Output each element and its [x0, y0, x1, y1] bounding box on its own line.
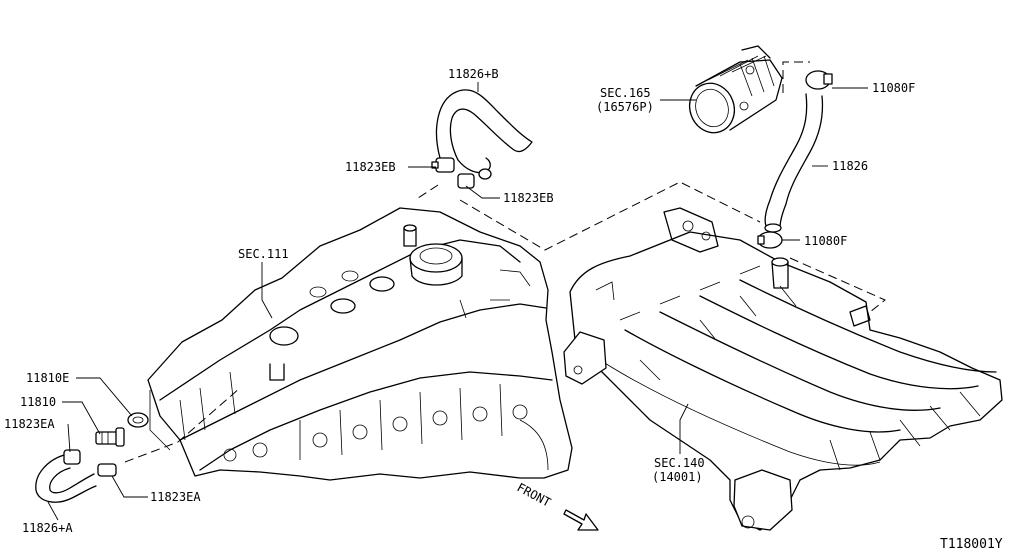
cylinder-head-sec111: [147, 207, 573, 481]
label-sec165-part: (16576P): [596, 100, 654, 114]
label-diagram-id: T118001Y: [940, 537, 1003, 552]
clamp-11823eb-left: [431, 157, 455, 173]
clamp-11823ea-left: [63, 449, 81, 465]
label-sec111: SEC.111: [238, 247, 289, 261]
dashed-line-to-manifold: [459, 181, 761, 251]
clamp-11080f-bottom: [757, 231, 783, 249]
dashed-line-pcv-valve: [124, 387, 241, 463]
label-clamp-11080f-top: 11080F: [872, 81, 915, 95]
label-sec165: SEC.165: [600, 86, 651, 100]
label-clamp-11823eb-right: 11823EB: [503, 191, 554, 205]
label-sec140-part: (14001): [652, 470, 703, 484]
pcv-valve-11810: [95, 427, 125, 447]
hose-11826: [764, 93, 824, 233]
dashed-line-breather: [414, 184, 439, 201]
label-front: FRONT: [515, 480, 553, 509]
clamp-11080f-top: [805, 70, 833, 90]
label-clamp-11823ea-bottom: 11823EA: [150, 490, 201, 504]
label-hose-11826: 11826: [832, 159, 868, 173]
hose-11826-b: [435, 89, 533, 180]
label-clamp-11823eb-left: 11823EB: [345, 160, 396, 174]
front-arrow: [563, 509, 599, 531]
label-pcv-valve-11810: 11810: [20, 395, 56, 409]
intake-manifold-sec140: [563, 207, 1003, 531]
label-hose-11826-b: 11826+B: [448, 67, 499, 81]
label-clamp-11823ea-left: 11823EA: [4, 417, 55, 431]
leader-lines: [47, 82, 868, 521]
air-duct-sec165: [688, 45, 783, 134]
clamp-11823ea-bottom: [97, 463, 117, 477]
label-grommet-11810e: 11810E: [26, 371, 69, 385]
dashed-line-manifold-right: [789, 257, 886, 313]
grommet-11810e: [127, 412, 149, 428]
clamp-11823eb-right: [457, 173, 475, 189]
label-sec140: SEC.140: [654, 456, 705, 470]
label-hose-11826-a: 11826+A: [22, 521, 73, 535]
label-clamp-11080f-bottom: 11080F: [804, 234, 847, 248]
hose-11826-a: [35, 454, 97, 503]
dashed-line-airduct: [782, 61, 810, 93]
